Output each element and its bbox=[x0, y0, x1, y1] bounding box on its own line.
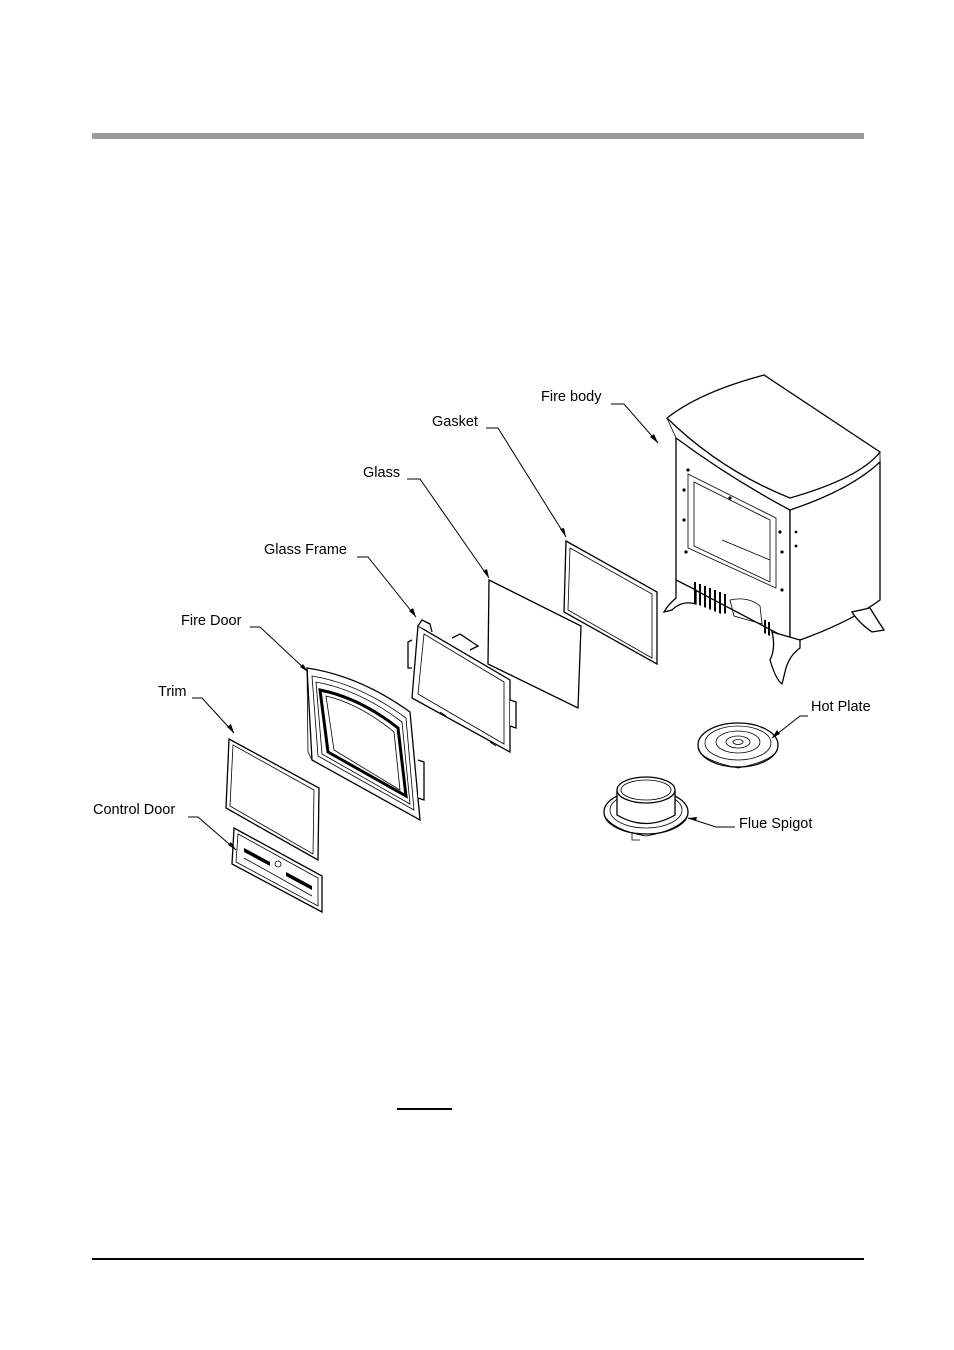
label-hot-plate: Hot Plate bbox=[811, 699, 871, 715]
flue-spigot-part bbox=[604, 777, 688, 840]
label-gasket: Gasket bbox=[432, 414, 478, 430]
label-flue-spigot: Flue Spigot bbox=[739, 816, 812, 832]
fire-body-part bbox=[664, 375, 884, 684]
hot-plate-part bbox=[698, 723, 778, 768]
label-trim: Trim bbox=[158, 684, 186, 700]
footer-rule bbox=[92, 1258, 864, 1260]
label-glass-frame: Glass Frame bbox=[264, 542, 347, 558]
underline-mark bbox=[397, 1108, 452, 1110]
label-fire-body: Fire body bbox=[541, 389, 602, 405]
fire-door-part bbox=[307, 668, 424, 820]
label-fire-door: Fire Door bbox=[181, 613, 242, 629]
label-glass: Glass bbox=[363, 465, 400, 481]
label-control-door: Control Door bbox=[93, 802, 175, 818]
